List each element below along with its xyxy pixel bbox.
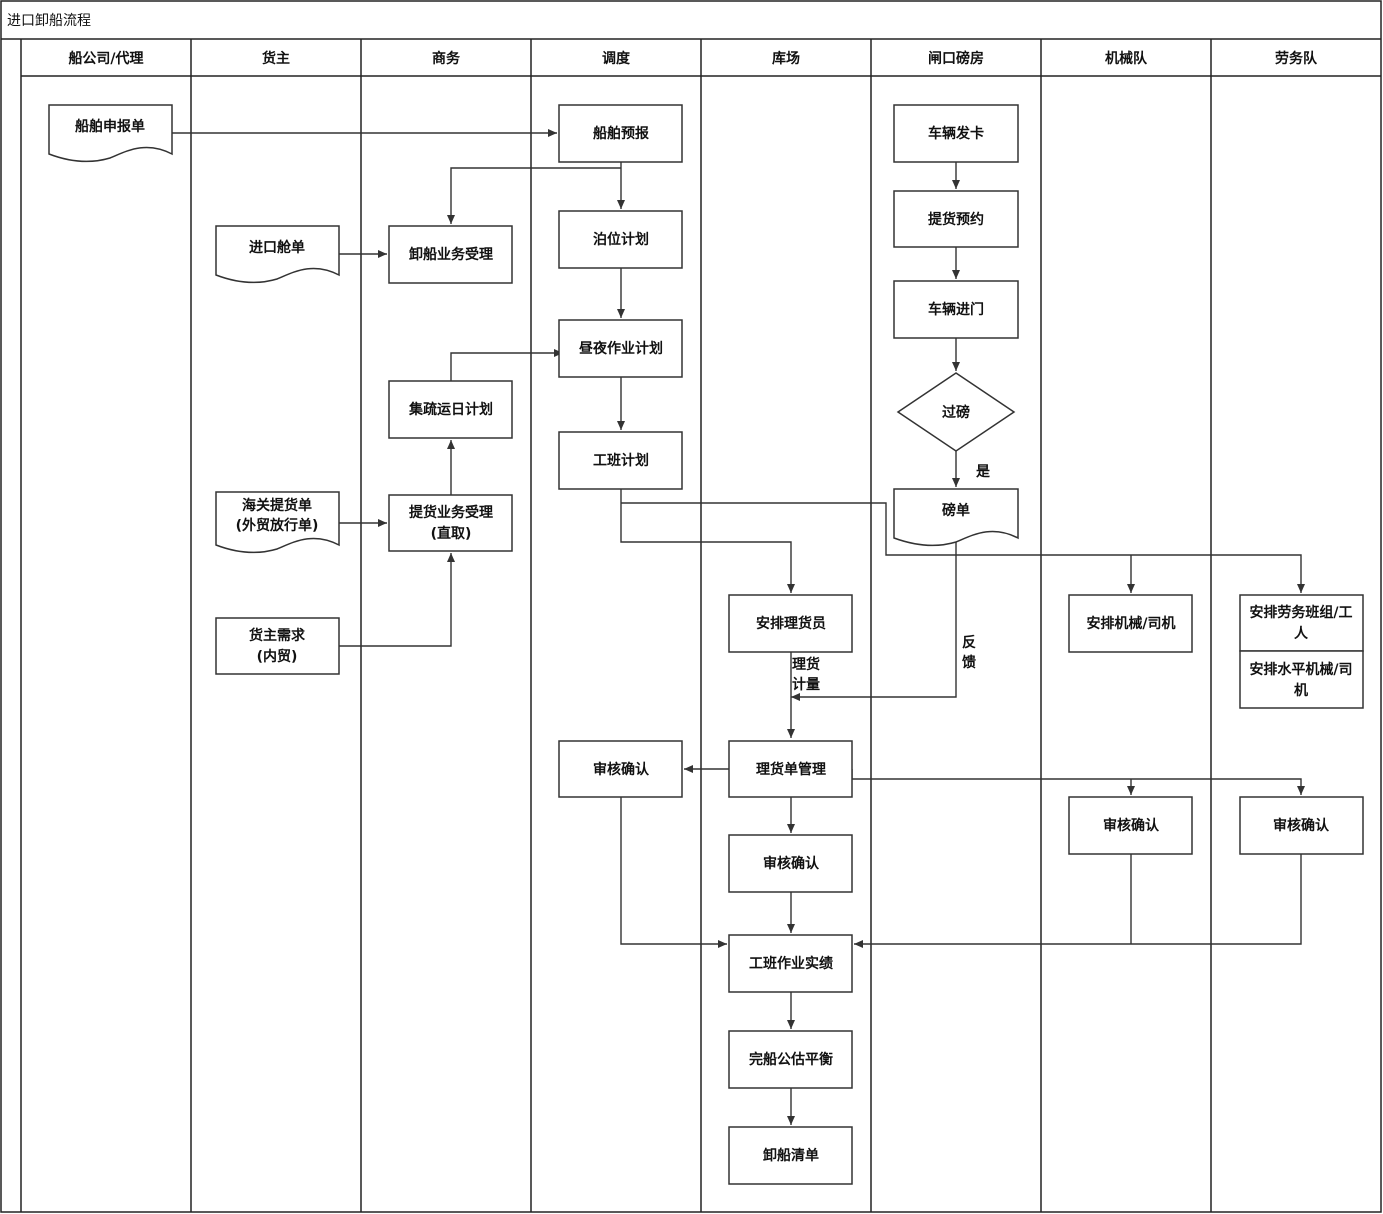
box-unload-list (728, 1126, 853, 1185)
edge-labels: 是 反 馈 理货 计量 (792, 464, 991, 693)
lane-header-gate-weighbridge: 闸口磅房 (928, 50, 984, 67)
label-review-machinery: 审核确认 (1103, 817, 1160, 834)
label-pickup-acceptance-line2: (直取) (431, 525, 472, 542)
label-weigh-ticket: 磅单 (942, 502, 970, 519)
edge-labor-review-to-performance (854, 854, 1302, 948)
box-review-yard (728, 834, 853, 893)
label-customs-pickup-line2: (外贸放行单) (236, 517, 319, 534)
label-assign-tally: 安排理货员 (756, 615, 826, 632)
edge-tally-management-to-labor-review (851, 769, 1305, 795)
label-ship-declaration: 船舶申报单 (75, 118, 145, 135)
document-ship-declaration (48, 104, 173, 163)
label-customs-pickup-line1: 海关提货单 (242, 497, 312, 514)
box-tally-management (728, 740, 853, 798)
lane-header-machinery-team: 机械队 (1105, 50, 1148, 67)
lane-header-dispatch: 调度 (602, 50, 631, 67)
label-weighing: 过磅 (942, 404, 970, 421)
label-assign-labor-line1: 安排劳务班组/工 (1249, 604, 1352, 621)
box-owner-demand (215, 617, 340, 675)
box-assign-machinery (1068, 594, 1193, 653)
box-review-machinery (1068, 796, 1193, 855)
lane-header-labor-team: 劳务队 (1275, 50, 1318, 67)
box-pickup-acceptance (388, 494, 513, 552)
label-shift-plan: 工班计划 (593, 452, 649, 469)
label-pickup-acceptance-line1: 提货业务受理 (409, 504, 493, 521)
box-vehicle-entry (893, 280, 1019, 339)
edge-transport-plan-to-day-night-plan (450, 349, 563, 381)
label-import-manifest: 进口舱单 (249, 239, 305, 256)
edge-owner-demand-to-pickup-acceptance (339, 553, 455, 647)
edge-label-feedback-line1: 反 (962, 634, 976, 651)
lane-header-yard: 库场 (772, 50, 800, 67)
box-assign-tally (728, 594, 853, 653)
label-assign-horizontal-line2: 机 (1294, 682, 1308, 699)
box-unload-acceptance (388, 225, 513, 284)
box-review-dispatch (558, 740, 683, 798)
lane-header-commerce: 商务 (432, 50, 461, 67)
process-shapes (48, 104, 1364, 1185)
label-ship-balance: 完船公估平衡 (749, 1051, 833, 1068)
label-unload-list: 卸船清单 (763, 1147, 819, 1164)
diagram-title: 进口卸船流程 (7, 13, 91, 29)
label-assign-labor-line2: 人 (1294, 625, 1309, 642)
label-tally-management: 理货单管理 (756, 761, 826, 778)
label-pickup-reservation: 提货预约 (928, 211, 984, 228)
label-owner-demand-line2: (内贸) (257, 648, 298, 665)
box-ship-forecast (558, 104, 683, 163)
lane-header-shipping-agent: 船公司/代理 (68, 50, 143, 67)
box-vehicle-card (893, 104, 1019, 163)
box-shift-plan (558, 431, 683, 490)
label-owner-demand-line1: 货主需求 (248, 627, 306, 644)
document-customs-pickup (215, 491, 340, 554)
box-ship-balance (728, 1030, 853, 1089)
document-import-manifest (215, 225, 340, 284)
box-daily-transport-plan (388, 380, 513, 439)
box-assign-labor (1239, 594, 1364, 652)
label-vehicle-entry: 车辆进门 (928, 301, 984, 318)
label-assign-horizontal-line1: 安排水平机械/司 (1249, 661, 1352, 678)
edge-dispatch-review-to-performance (620, 797, 727, 948)
decision-weighing (896, 372, 1016, 452)
edge-ticket-feedback-to-tally-management (791, 541, 957, 701)
box-day-night-plan (558, 319, 683, 378)
label-unload-acceptance: 卸船业务受理 (409, 246, 493, 263)
connectors (172, 129, 1305, 1125)
document-weigh-ticket (893, 488, 1019, 547)
edge-shift-plan-to-teams (621, 502, 1305, 593)
box-berth-plan (558, 210, 683, 269)
node-labels: 船舶申报单 船舶预报 车辆发卡 进口舱单 卸船业务受理 泊位计划 提货预约 昼夜… (75, 118, 1353, 1164)
label-review-dispatch: 审核确认 (593, 761, 650, 778)
edge-label-yes: 是 (976, 464, 991, 480)
label-vehicle-card: 车辆发卡 (928, 125, 984, 142)
edge-forecast-to-unload-acceptance (447, 167, 621, 224)
label-review-labor: 审核确认 (1273, 817, 1330, 834)
edge-shift-plan-to-assign-tally (620, 489, 795, 593)
label-daily-transport-plan: 集疏运日计划 (408, 401, 493, 418)
edge-label-tally-line2: 计量 (792, 676, 820, 693)
edge-label-feedback-line2: 馈 (962, 654, 976, 671)
box-pickup-reservation (893, 190, 1019, 248)
label-review-yard: 审核确认 (763, 855, 820, 872)
label-berth-plan: 泊位计划 (593, 231, 649, 248)
label-ship-forecast: 船舶预报 (593, 125, 649, 142)
lane-header-cargo-owner: 货主 (261, 50, 290, 67)
box-assign-horizontal (1239, 650, 1364, 709)
edge-label-tally-line1: 理货 (792, 656, 820, 673)
box-shift-performance (728, 934, 853, 993)
box-review-labor (1239, 796, 1364, 855)
label-assign-machinery: 安排机械/司机 (1086, 615, 1175, 632)
label-day-night-plan: 昼夜作业计划 (579, 340, 663, 357)
label-shift-performance: 工班作业实绩 (749, 955, 833, 972)
